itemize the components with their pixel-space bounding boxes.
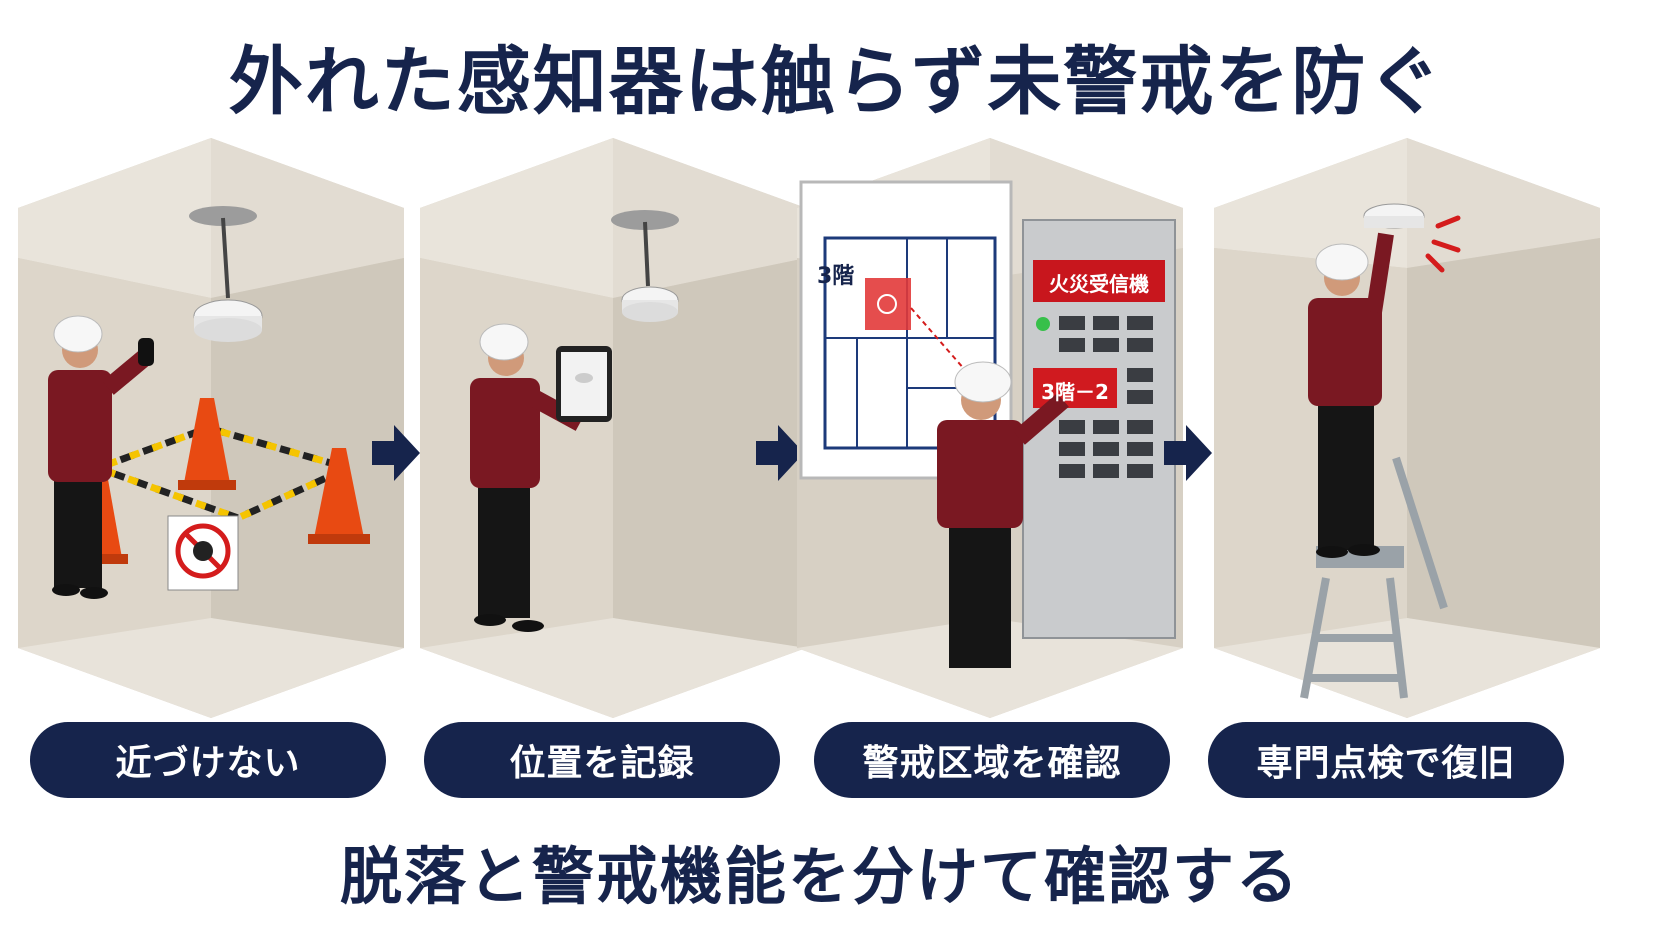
detector-marker-icon [877,294,897,314]
worker-icon [48,315,154,599]
arrow-right-icon [372,425,420,481]
step-2-illustration [420,138,806,718]
arrow-right-icon [756,425,804,481]
alarm-zone-highlight [865,278,911,330]
cone-icon [178,398,236,490]
step-label-keep-away: 近づけない [30,722,386,798]
tablet-icon [556,346,612,422]
worker-icon [937,361,1069,668]
step-1-illustration [18,138,404,718]
step-label-record: 位置を記録 [424,722,780,798]
smoke-detector-icon [1363,203,1425,229]
zone-display: 3階－2 [1041,380,1109,404]
worker-icon [1308,232,1394,558]
footer-caption: 脱落と警戒機能を分けて確認する [339,840,1300,913]
fire-receiver-panel [1022,219,1176,639]
smoke-detector-icon [193,299,263,342]
smoke-detector-icon [621,286,679,322]
no-touch-sign-icon [167,515,239,591]
arrow-right-icon [1164,425,1212,481]
status-led-icon [1036,317,1050,331]
step-label-check-zone: 警戒区域を確認 [814,722,1170,798]
stepladder-icon [1300,456,1448,699]
receiver-panel-title: 火災受信機 [1049,272,1149,296]
step-3-illustration: 3階 火災受信機 3階－2 [797,138,1183,718]
step-label-restore: 専門点検で復旧 [1208,722,1564,798]
page-title: 外れた感知器は触らず未警戒を防ぐ [228,39,1444,125]
step-4-illustration [1214,138,1600,718]
alert-lines-icon [1425,215,1461,273]
floor-map-label: 3階 [817,264,855,289]
cone-icon [308,448,370,544]
ceiling-base-icon [611,210,679,230]
ceiling-base-icon [189,206,257,226]
